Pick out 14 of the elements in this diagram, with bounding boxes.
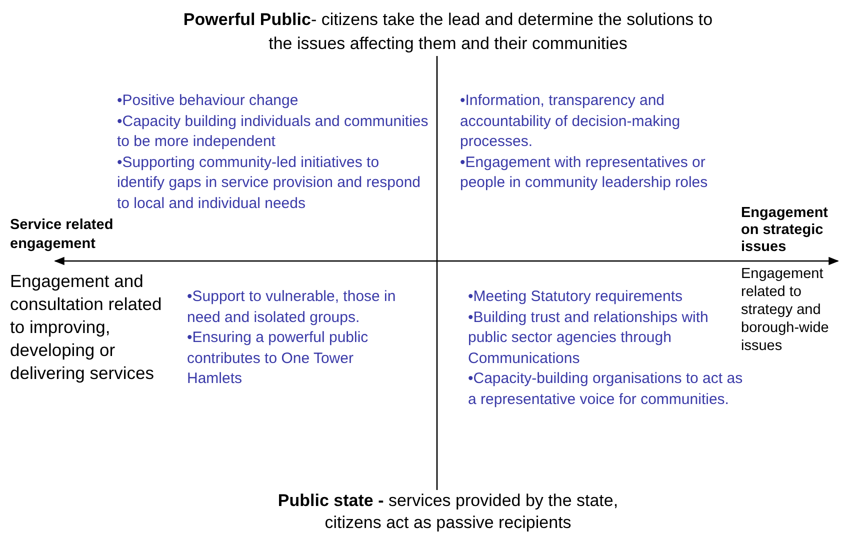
bullet-point: •Meeting Statutory requirements [468,287,684,307]
bullet-point: •Building trust and relationships with public sector agencies through Communications [468,308,710,368]
bullet-point: •Capacity-building organisations to act as a representative voice for communities. [468,369,743,410]
axis-end-label: Service related engagement [10,216,114,254]
bullet-point: •Supporting community-led initiatives to identify gaps in service provision and respond to local and individual needs [117,152,422,214]
bullet-point: •Positive behaviour change [117,91,300,111]
bullet-point: •Support to vulnerable, those in need and isolated groups. [187,287,397,328]
quadrant-description: Engagement related to strategy and borough-wide issues [741,265,830,355]
quadrant-description: Engagement and consultation related to improving, developing or delivering services [10,270,163,385]
bullet-point: •Ensuring a powerful public contributes to One Tower Hamlets [187,328,370,389]
bullet-point: •Engagement with representatives or people in community leadership roles [460,152,709,193]
bullet-point: •Information, transparency and accountability of decision-making processes. [460,91,682,152]
bullet-point: •Capacity building individuals and communities to be more independent [117,112,429,152]
axis-end-label: Engagement on strategic issues [741,205,830,256]
